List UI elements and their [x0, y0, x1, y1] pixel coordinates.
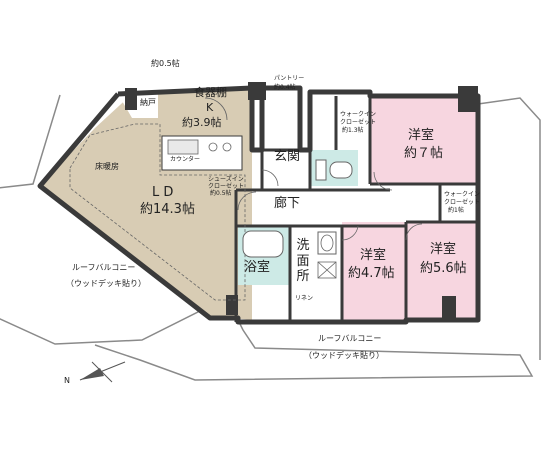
roof-balcony-bottom-note: （ウッドデッキ貼り）	[304, 351, 384, 360]
bedroom-2-label: 洋室	[360, 248, 387, 263]
hallway-label: 廊下	[274, 196, 301, 211]
roof-balcony-left-note: （ウッドデッキ貼り）	[66, 279, 146, 288]
washroom-label: 洗 面 所	[296, 238, 310, 285]
wic-a-label-2: クローゼット	[340, 119, 377, 126]
counter-label: カウンター	[170, 156, 201, 163]
floor-heating-area	[69, 123, 246, 301]
wic-b-size: 約1帖	[448, 207, 464, 214]
wic-a-label-1: ウォークイン	[340, 111, 377, 118]
ld-size: 約14.3帖	[140, 202, 195, 217]
shoes-closet-label-2: クローゼット	[208, 183, 245, 190]
bedroom-1-label: 洋室	[408, 128, 435, 143]
wic-a-size: 約1.3帖	[342, 127, 364, 134]
bedroom-3-label: 洋室	[430, 242, 457, 257]
roof-balcony-bottom-label: ルーフバルコニー	[318, 334, 382, 343]
compass-icon	[79, 361, 126, 383]
wic-b-label-2: クローゼット	[444, 199, 481, 206]
pantry-size: 約0.4帖	[274, 84, 296, 91]
balcony-right-outline	[477, 97, 541, 360]
linen-label: リネン	[295, 295, 314, 302]
bedroom-1-size: 約７帖	[404, 146, 444, 161]
shoes-closet-size: 約0.5帖	[210, 190, 232, 197]
bedroom-3-size: 約5.6帖	[420, 261, 467, 276]
roof-balcony-left-label: ルーフバルコニー	[72, 263, 136, 272]
bathtub	[242, 230, 284, 258]
kitchen-size: 約3.9帖	[182, 116, 222, 129]
toilet	[315, 159, 327, 181]
ld-label: L D	[152, 185, 174, 200]
pantry-cupboard-label: 食器棚	[194, 86, 227, 99]
entrance-label: 玄関	[274, 149, 301, 164]
kitchen-label: K	[206, 101, 214, 114]
bedroom-3-floor	[406, 222, 478, 320]
wic-b-label-1: ウォークイン	[444, 191, 481, 198]
closet-top-size: 約0.5帖	[151, 59, 180, 68]
floor-heating-label: 床暖房	[95, 162, 119, 171]
shoes-closet-label-1: シューズイン	[208, 176, 244, 183]
compass-north-label: N	[64, 376, 70, 385]
storage-closet-label: 納戸	[140, 98, 156, 107]
exterior-wall	[37, 85, 481, 325]
pantry-label: パントリー	[274, 75, 305, 82]
bedroom-2-floor	[342, 222, 406, 320]
bathroom-label: 浴室	[244, 260, 271, 275]
bedroom-2-size: 約4.7帖	[348, 266, 395, 281]
